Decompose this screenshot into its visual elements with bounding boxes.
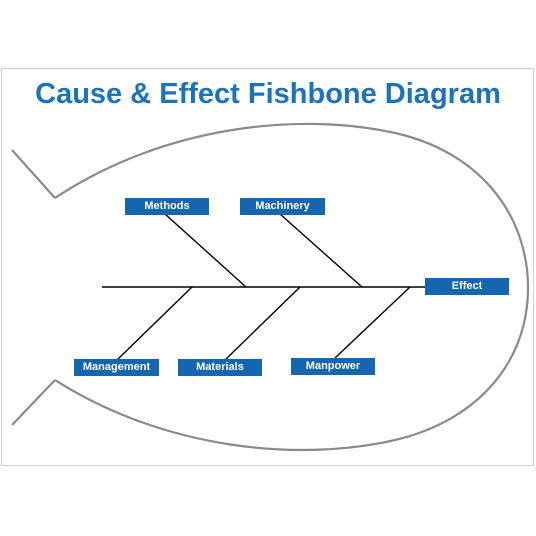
cause-label-manpower: Manpower xyxy=(291,358,375,375)
bone-methods xyxy=(164,213,247,288)
bone-machinery xyxy=(279,213,363,288)
cause-label-machinery: Machinery xyxy=(240,198,325,215)
bone-materials xyxy=(224,286,301,361)
bone-manpower xyxy=(334,286,411,359)
fish-tail-upper xyxy=(11,149,56,199)
cause-label-methods: Methods xyxy=(125,198,209,215)
cause-label-management: Management xyxy=(74,359,159,376)
effect-label: Effect xyxy=(425,278,509,295)
fish-tail-lower xyxy=(11,379,56,426)
bone-management xyxy=(116,286,193,361)
cause-label-materials: Materials xyxy=(178,359,262,376)
fish-outline xyxy=(54,122,530,452)
page-title: Cause & Effect Fishbone Diagram xyxy=(35,78,501,110)
